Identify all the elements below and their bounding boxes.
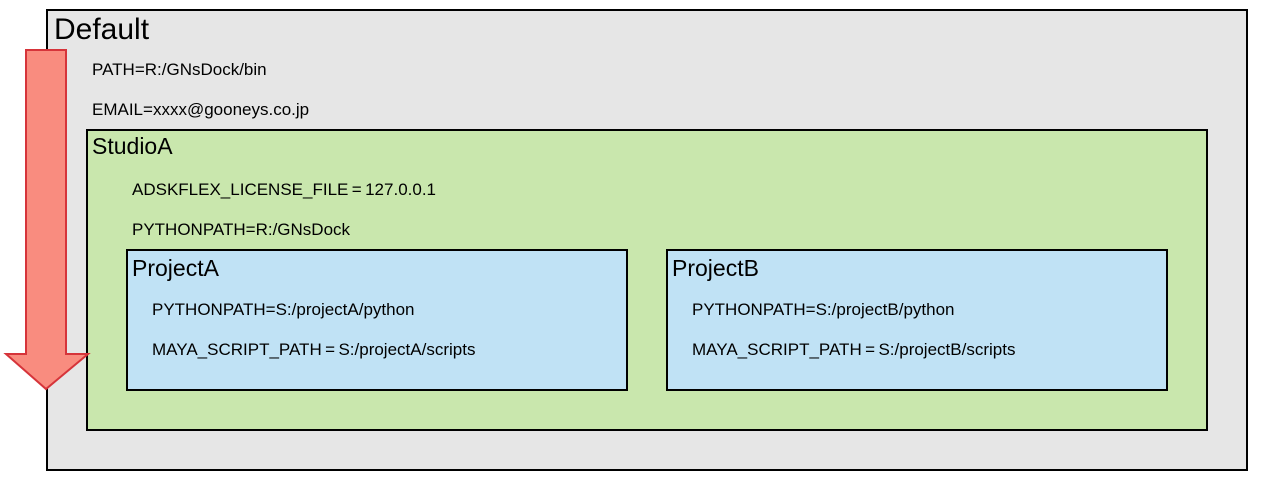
studio-scope-title: StudioA — [92, 133, 173, 159]
project-a-title: ProjectA — [132, 255, 219, 281]
project-a-box: ProjectA PYTHONPATH=S:/projectA/python M… — [126, 249, 628, 391]
studio-var-pythonpath: PYTHONPATH=R:/GNsDock — [132, 220, 351, 239]
default-var-email: EMAIL=xxxx@gooneys.co.jp — [92, 100, 310, 119]
default-var-path: PATH=R:/GNsDock/bin — [92, 60, 267, 79]
studio-var-license: ADSKFLEX_LICENSE_FILE = 127.0.0.1 — [132, 180, 436, 199]
project-b-title: ProjectB — [672, 255, 759, 281]
project-a-var-maya-script-path: MAYA_SCRIPT_PATH = S:/projectA/scripts — [152, 340, 476, 359]
default-scope-title: Default — [54, 13, 150, 46]
project-b-var-pythonpath: PYTHONPATH=S:/projectB/python — [692, 300, 955, 319]
project-b-box: ProjectB PYTHONPATH=S:/projectB/python M… — [666, 249, 1168, 391]
project-a-var-pythonpath: PYTHONPATH=S:/projectA/python — [152, 300, 415, 319]
project-b-var-maya-script-path: MAYA_SCRIPT_PATH = S:/projectB/scripts — [692, 340, 1016, 359]
